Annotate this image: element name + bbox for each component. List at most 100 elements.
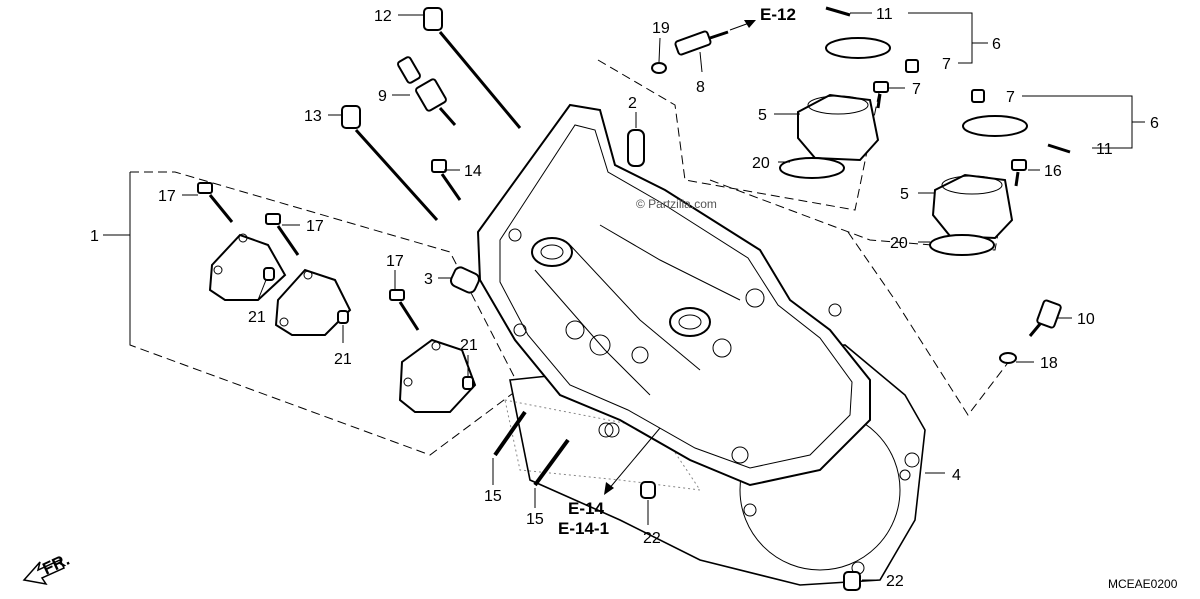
- label-3: 3: [424, 271, 433, 288]
- insulator-right-ring: [941, 175, 1003, 195]
- cylinder-head-inner-rim: [499, 124, 853, 469]
- head-boss: [508, 228, 522, 242]
- gasket-hole: [598, 422, 614, 438]
- gasket-hole: [904, 452, 920, 468]
- camshaft-journal: [669, 307, 711, 337]
- label-15a: 15: [484, 488, 502, 505]
- label-22a: 22: [643, 530, 661, 547]
- dowel-pin: [263, 267, 275, 281]
- bolt-16b: [1011, 159, 1027, 187]
- nut-7a: [905, 59, 919, 73]
- leader: [699, 51, 703, 73]
- label-12: 12: [374, 8, 392, 25]
- screw-11b: [1047, 143, 1071, 154]
- temperature-sensor: [1028, 299, 1062, 337]
- camshaft-holder: [208, 233, 287, 301]
- arrow-e14-head: [604, 482, 614, 495]
- camshaft-journal: [531, 237, 573, 267]
- ref-e14-1: E-14-1: [558, 519, 609, 538]
- pipe-2: [627, 129, 645, 167]
- holder-hole: [303, 270, 313, 280]
- label-18: 18: [1040, 355, 1058, 372]
- label-7a: 7: [942, 56, 951, 73]
- label-17b: 17: [306, 218, 324, 235]
- label-5a: 5: [758, 107, 767, 124]
- bolt-17a: [197, 182, 234, 223]
- label-17c: 17: [386, 253, 404, 270]
- collar-3: [449, 266, 481, 294]
- holder-hole: [279, 317, 289, 327]
- label-21b: 21: [334, 351, 352, 368]
- dowel-pin: [462, 376, 474, 390]
- insulator-band-left: [825, 37, 891, 59]
- stud-bolt-13: [341, 105, 439, 222]
- head-boss: [712, 338, 732, 358]
- dowel-pin: [337, 310, 349, 324]
- label-21a: 21: [248, 309, 266, 326]
- label-16b: 16: [1044, 163, 1062, 180]
- head-boss: [513, 323, 527, 337]
- o-ring-right: [929, 234, 995, 256]
- diagram-code: MCEAE0200: [1108, 577, 1178, 591]
- cylinder-head: [476, 103, 871, 487]
- dowel-22a: [640, 481, 656, 499]
- gasket-hole: [899, 469, 911, 481]
- screw-11a: [825, 6, 851, 17]
- leader: [658, 37, 661, 63]
- camshaft-journal: [540, 244, 564, 260]
- label-9: 9: [378, 88, 387, 105]
- stud-bolt-12: [423, 7, 522, 129]
- label-10: 10: [1077, 311, 1095, 328]
- head-boss: [604, 422, 620, 438]
- holder-hole: [238, 233, 248, 243]
- head-boss: [565, 320, 585, 340]
- arrow-e14: [607, 427, 661, 491]
- nut-7b: [971, 89, 985, 103]
- leader: [1022, 95, 1133, 149]
- label-7b: 7: [1006, 89, 1015, 106]
- label-19: 19: [652, 20, 670, 37]
- insulator-right: [931, 173, 1014, 240]
- stud-15b: [533, 438, 570, 487]
- label-22b: 22: [886, 573, 904, 590]
- insulator-band-right: [962, 115, 1028, 137]
- label-11a: 11: [876, 6, 893, 23]
- gasket-hole: [743, 503, 757, 517]
- watermark: © Partzilla.com: [636, 197, 717, 211]
- holder-hole: [431, 341, 441, 351]
- group-outline-insulators-left: [597, 59, 881, 211]
- label-1: 1: [90, 228, 99, 245]
- ring-19: [651, 62, 667, 74]
- head-boss: [731, 446, 749, 464]
- label-11b: 11: [1096, 141, 1113, 158]
- label-17a: 17: [158, 188, 176, 205]
- head-boss: [745, 288, 765, 308]
- front-direction-arrow: [22, 559, 66, 586]
- ref-e12: E-12: [760, 5, 796, 24]
- group-outline-sensor: [847, 231, 1011, 416]
- leader: [908, 12, 973, 64]
- head-boss: [589, 334, 611, 356]
- camshaft-journal: [678, 314, 702, 330]
- label-14: 14: [464, 163, 482, 180]
- pipe-8: [674, 30, 729, 56]
- bolt-16a: [873, 81, 889, 109]
- ref-e14: E-14: [568, 499, 604, 518]
- label-5b: 5: [900, 186, 909, 203]
- arrow-e12-head: [744, 20, 756, 28]
- camshaft-line: [569, 244, 701, 371]
- washer-18: [999, 352, 1017, 364]
- label-4: 4: [952, 467, 961, 484]
- label-6a: 6: [992, 36, 1001, 53]
- stud-15a: [493, 410, 527, 457]
- o-ring-left: [779, 157, 845, 179]
- dowel-22b: [843, 571, 861, 591]
- insulator-left: [797, 93, 880, 162]
- label-15b: 15: [526, 511, 544, 528]
- spark-plug: [397, 56, 457, 126]
- label-8: 8: [696, 79, 705, 96]
- label-20a: 20: [752, 155, 770, 172]
- bolt-17c: [389, 289, 420, 331]
- insulator-left-ring: [807, 95, 869, 115]
